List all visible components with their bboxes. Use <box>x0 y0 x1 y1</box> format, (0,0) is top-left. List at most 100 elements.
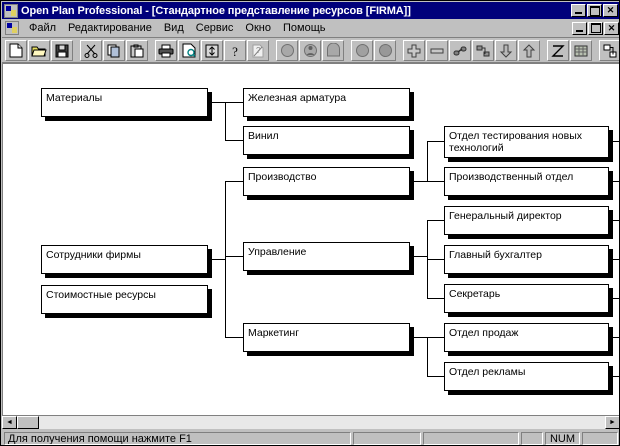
menu-item-help[interactable]: Помощь <box>282 22 326 34</box>
document-icon[interactable] <box>5 21 19 35</box>
node-vinyl[interactable]: Винил <box>243 126 410 155</box>
status-panel-1 <box>353 432 421 445</box>
conn-marketing-stub <box>410 337 427 338</box>
close-button[interactable] <box>603 4 618 17</box>
conn-materials-trunk <box>225 102 226 141</box>
conn-to-chief-acct <box>427 259 444 260</box>
status-panel-5 <box>582 432 618 445</box>
print-icon[interactable] <box>155 40 177 61</box>
node-testing-dept[interactable]: Отдел тестирования новых технологий <box>444 126 609 158</box>
conn-to-management <box>225 256 243 257</box>
menu-item-view[interactable]: Вид <box>163 22 184 34</box>
cut-scissors-icon[interactable] <box>80 40 102 61</box>
unlink-icon[interactable] <box>472 40 494 61</box>
node-sales-dept[interactable]: Отдел продаж <box>444 323 609 352</box>
conn-production-trunk <box>427 141 428 181</box>
status-bar: Для получения помощи нажмите F1 NUM <box>2 431 619 445</box>
add-plus-icon[interactable] <box>403 40 425 61</box>
context-help-icon[interactable]: ? <box>247 40 269 61</box>
node-management[interactable]: Управление <box>243 242 410 271</box>
conn-to-iron-fitting <box>225 102 243 103</box>
svg-text:?: ? <box>256 46 261 55</box>
toolbar: ? ? <box>2 39 619 63</box>
conn-secretary-out <box>609 298 619 299</box>
print-preview-icon[interactable] <box>178 40 200 61</box>
conn-staff-trunk <box>225 181 226 338</box>
conn-to-production <box>225 181 243 182</box>
copy-icon[interactable] <box>103 40 125 61</box>
node-production[interactable]: Производство <box>243 167 410 196</box>
conn-to-marketing <box>225 337 243 338</box>
paste-icon[interactable] <box>126 40 148 61</box>
node-cost-res[interactable]: Стоимостные ресурсы <box>41 285 208 314</box>
resource-person-icon[interactable] <box>299 40 321 61</box>
ellipse-shade-icon[interactable] <box>374 40 396 61</box>
conn-marketing-trunk <box>427 337 428 376</box>
node-ads-dept[interactable]: Отдел рекламы <box>444 362 609 391</box>
node-chief-acct[interactable]: Главный бухгалтер <box>444 245 609 274</box>
remove-minus-icon[interactable] <box>426 40 448 61</box>
mdi-close-button[interactable] <box>604 21 619 35</box>
help-question-icon[interactable]: ? <box>224 40 246 61</box>
move-up-icon[interactable] <box>518 40 540 61</box>
conn-ads-dept-out <box>609 376 619 377</box>
menu-item-window[interactable]: Окно <box>245 22 271 34</box>
node-staff[interactable]: Сотрудники фирмы <box>41 245 208 274</box>
menu-item-file[interactable]: Файл <box>29 22 57 34</box>
node-marketing[interactable]: Маркетинг <box>243 323 410 352</box>
window-controls <box>571 4 619 17</box>
menu-item-tools[interactable]: Сервис <box>195 22 234 34</box>
status-panel-2 <box>423 432 519 445</box>
conn-sales-dept-out <box>609 337 619 338</box>
conn-to-ads-dept <box>427 376 444 377</box>
conn-management-stub <box>410 256 427 257</box>
move-down-icon[interactable] <box>495 40 517 61</box>
title-bar: Open Plan Professional - [Стандартное пр… <box>2 2 619 19</box>
open-folder-icon[interactable] <box>28 40 50 61</box>
conn-staff-stub <box>208 259 226 260</box>
horizontal-scrollbar[interactable]: ◄ ► <box>2 415 619 430</box>
conn-to-sales-dept <box>427 337 444 338</box>
status-message: Для получения помощи нажмите F1 <box>4 432 351 445</box>
minimize-button[interactable] <box>571 4 586 17</box>
h-scroll-track[interactable] <box>17 416 605 429</box>
conn-production-stub <box>410 181 427 182</box>
node-materials[interactable]: Материалы <box>41 88 208 117</box>
node-iron-fitting[interactable]: Железная арматура <box>243 88 410 117</box>
conn-to-testing-dept <box>427 141 444 142</box>
mdi-minimize-button[interactable] <box>572 21 587 35</box>
layout-icon[interactable] <box>599 40 619 61</box>
status-panel-3 <box>521 432 543 445</box>
window-title: Open Plan Professional - [Стандартное пр… <box>21 4 411 17</box>
table-view-icon[interactable] <box>570 40 592 61</box>
node-secretary[interactable]: Секретарь <box>444 284 609 313</box>
conn-to-prod-dept <box>427 181 444 182</box>
conn-gen-director-out <box>609 220 619 221</box>
resource-shape-icon[interactable] <box>322 40 344 61</box>
conn-testing-dept-out <box>609 141 619 142</box>
scroll-right-arrow-icon[interactable]: ► <box>605 416 619 429</box>
restore-button[interactable] <box>587 4 602 17</box>
save-disk-icon[interactable] <box>51 40 73 61</box>
conn-materials-stub <box>208 102 226 103</box>
new-icon[interactable] <box>5 40 27 61</box>
ellipse-fill-icon[interactable] <box>351 40 373 61</box>
link-icon[interactable] <box>449 40 471 61</box>
h-scroll-thumb[interactable] <box>17 416 39 429</box>
mdi-restore-button[interactable] <box>588 21 603 35</box>
zigzag-icon[interactable] <box>547 40 569 61</box>
svg-text:?: ? <box>232 44 238 58</box>
resource-circle-icon[interactable] <box>276 40 298 61</box>
sort-icon[interactable] <box>201 40 223 61</box>
app-icon <box>4 3 18 18</box>
menu-item-edit[interactable]: Редактирование <box>68 22 152 34</box>
node-prod-dept[interactable]: Производственный отдел <box>444 167 609 196</box>
node-gen-director[interactable]: Генеральный директор <box>444 206 609 235</box>
conn-prod-dept-out <box>609 181 619 182</box>
conn-to-gen-director <box>427 220 444 221</box>
scroll-left-arrow-icon[interactable]: ◄ <box>2 416 17 429</box>
conn-chief-acct-out <box>609 259 619 260</box>
